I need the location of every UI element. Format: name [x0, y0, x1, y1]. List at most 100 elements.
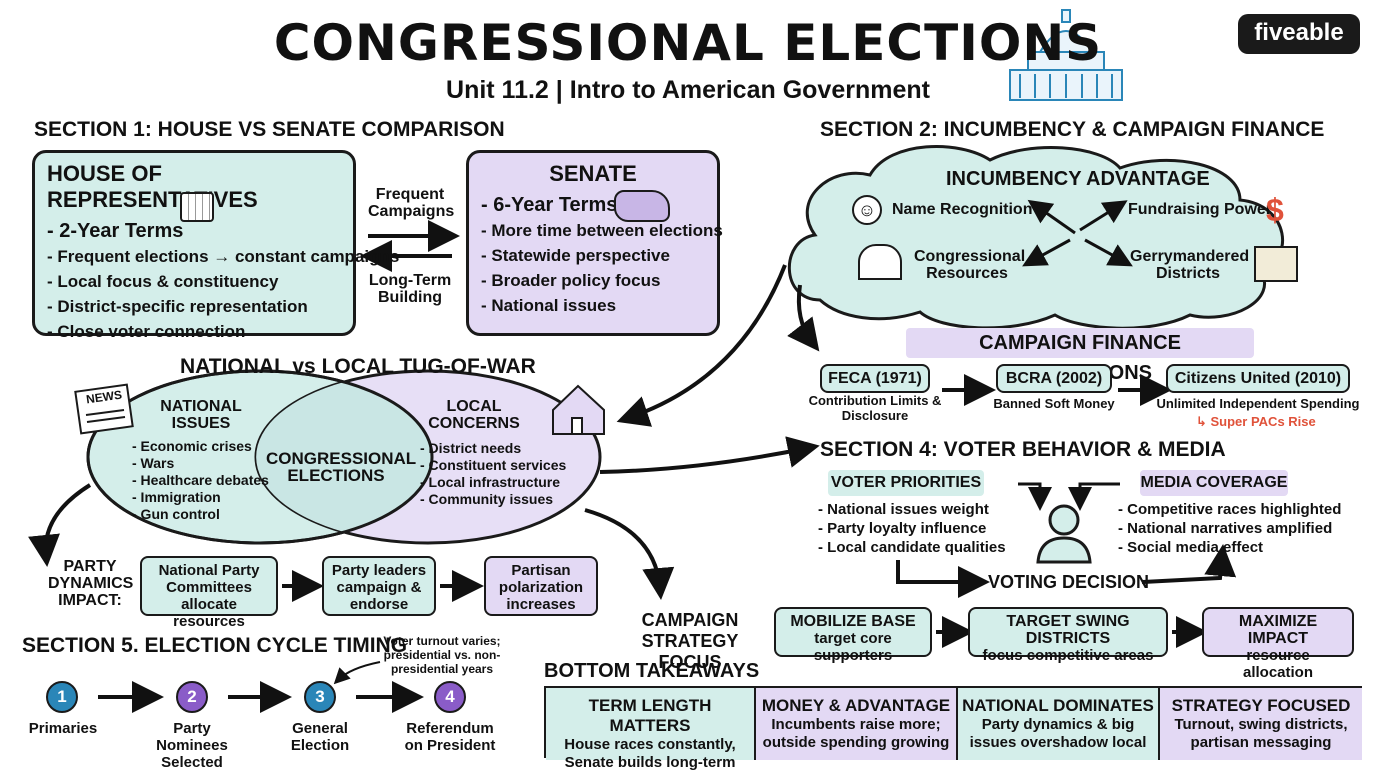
page-title: CONGRESSIONAL ELECTIONS	[273, 14, 1103, 72]
bcra-desc: Banned Soft Money	[993, 396, 1115, 411]
step-number: 1	[46, 681, 78, 713]
strategy-step-desc: resource allocation	[1242, 647, 1313, 681]
section5-heading: SECTION 5. ELECTION CYCLE TIMING	[22, 634, 408, 657]
media-item: - Competitive races highlighted	[1118, 501, 1342, 518]
party-step: Party leaders campaign & endorse	[322, 556, 436, 616]
section2-heading: SECTION 2: INCUMBENCY & CAMPAIGN FINANCE	[820, 118, 1325, 141]
house-box: HOUSE OF REPRESENTATIVES - 2-Year Terms …	[32, 150, 400, 341]
takeaway-text: Turnout, swing districts, partisan messa…	[1174, 716, 1348, 751]
senate-item: - Broader policy focus	[481, 271, 661, 290]
takeaway-cell: STRATEGY FOCUSED Turnout, swing district…	[1160, 688, 1362, 760]
national-item: - Wars	[132, 455, 175, 471]
campaign-strategy-label: CAMPAIGN STRATEGY FOCUS	[641, 610, 739, 672]
senate-item: - More time between elections	[481, 221, 723, 240]
logo-text: fiveable	[1254, 19, 1344, 46]
feca-pill: FECA (1971)	[820, 364, 930, 393]
page-subtitle: Unit 11.2 | Intro to American Government	[446, 76, 930, 104]
smiley-icon: ☺	[852, 195, 882, 225]
calendar-icon	[180, 192, 214, 222]
strategy-step: TARGET SWING DISTRICTS focus competitive…	[968, 607, 1168, 664]
step-label: General Election	[290, 720, 350, 754]
house-item: - Close voter connection	[47, 322, 246, 341]
super-pacs-note: ↳ Super PACs Rise	[1196, 414, 1316, 429]
name-recognition: Name Recognition	[892, 201, 1033, 218]
takeaway-cell: NATIONAL DOMINATES Party dynamics & big …	[958, 688, 1160, 760]
strategy-step-title: TARGET SWING DISTRICTS	[1006, 613, 1130, 647]
usa-map-icon	[614, 190, 670, 222]
frequent-campaigns-label: Frequent Campaigns	[368, 186, 455, 220]
finance-title: CAMPAIGN FINANCE REGULATIONS	[906, 328, 1254, 384]
party-step: Partisan polarization increases	[484, 556, 598, 616]
feca-desc: Contribution Limits & Disclosure	[808, 393, 942, 423]
national-item: - Healthcare debates	[132, 472, 269, 488]
section1-heading: SECTION 1: HOUSE VS SENATE COMPARISON	[34, 118, 505, 141]
local-list: - District needs - Constituent services …	[420, 440, 566, 508]
takeaway-title: TERM LENGTH MATTERS	[588, 696, 712, 735]
media-coverage-title: MEDIA COVERAGE	[1140, 470, 1288, 496]
strategy-step-title: MAXIMIZE IMPACT	[1238, 613, 1318, 647]
national-issues-title: NATIONAL ISSUES	[160, 398, 242, 432]
step-number: 3	[304, 681, 336, 713]
senate-box: SENATE - 6-Year Terms - More time betwee…	[466, 150, 723, 336]
fiveable-logo[interactable]: fiveable	[1238, 14, 1360, 54]
step-label: Referendum on President	[404, 720, 496, 754]
strategy-step-title: MOBILIZE BASE	[790, 613, 916, 630]
newspaper-icon	[74, 383, 134, 435]
takeaway-text: Party dynamics & big issues overshadow l…	[969, 716, 1147, 751]
party-step: National Party Committees allocate resou…	[140, 556, 278, 630]
priority-item: - National issues weight	[818, 501, 989, 518]
media-item: - National narratives amplified	[1118, 520, 1333, 537]
takeaway-title: NATIONAL DOMINATES	[962, 696, 1154, 715]
step-number: 2	[176, 681, 208, 713]
takeaway-cell: MONEY & ADVANTAGE Incumbents raise more;…	[756, 688, 958, 760]
local-item: - Community issues	[420, 491, 554, 507]
house-item: - District-specific representation	[47, 297, 308, 316]
priority-item: - Party loyalty influence	[818, 520, 987, 537]
priorities-list: - National issues weight - Party loyalty…	[818, 500, 1006, 557]
strategy-step-desc: focus competitive areas	[982, 647, 1154, 664]
tugofwar-heading: NATIONAL vs LOCAL TUG-OF-WAR	[180, 355, 536, 378]
bcra-pill: BCRA (2002)	[996, 364, 1112, 393]
party-dynamics-label: PARTY DYNAMICS IMPACT:	[48, 558, 134, 609]
house-item: - Local focus & constituency	[47, 272, 279, 291]
step-label: Primaries	[28, 720, 98, 737]
citizens-united-desc: Unlimited Independent Spending	[1156, 396, 1360, 411]
long-term-label: Long-Term Building	[368, 272, 452, 306]
takeaway-title: MONEY & ADVANTAGE	[761, 696, 951, 715]
congressional-resources: Congressional Resources	[914, 248, 1026, 282]
takeaway-title: STRATEGY FOCUSED	[1171, 696, 1351, 715]
takeaways-heading: BOTTOM TAKEAWAYS	[544, 660, 760, 682]
national-item: - Immigration	[132, 489, 221, 505]
national-item: - Gun control	[132, 506, 220, 522]
capitol-icon	[1009, 9, 1123, 101]
house-icon	[552, 384, 605, 435]
takeaways-table: TERM LENGTH MATTERS House races constant…	[544, 686, 1362, 771]
local-item: - District needs	[420, 440, 522, 456]
section4-heading: SECTION 4: VOTER BEHAVIOR & MEDIA	[820, 438, 1226, 461]
house-item: - Frequent elections → constant campaign…	[47, 247, 400, 266]
turnout-note: Voter turnout varies; presidential vs. n…	[383, 634, 501, 676]
national-list: - Economic crises - Wars - Healthcare de…	[132, 438, 269, 523]
district-map-icon	[1254, 246, 1298, 282]
takeaway-text: House races constantly, Senate builds lo…	[564, 736, 736, 771]
incumbency-cloud	[787, 145, 1285, 330]
senate-item: - Statewide perspective	[481, 246, 670, 265]
step-label: Party Nominees Selected	[156, 720, 228, 771]
dollar-icon: $	[1266, 192, 1284, 228]
cloud-title: INCUMBENCY ADVANTAGE	[946, 168, 1210, 190]
gerrymandered-districts: Gerrymandered Districts	[1130, 248, 1250, 282]
citizens-united-pill: Citizens United (2010)	[1166, 364, 1350, 393]
voter-priorities-title: VOTER PRIORITIES	[828, 470, 984, 496]
takeaway-cell: TERM LENGTH MATTERS House races constant…	[546, 688, 756, 771]
strategy-step-desc: target core supporters	[813, 630, 893, 664]
strategy-step: MAXIMIZE IMPACT resource allocation	[1202, 607, 1354, 681]
senate-item: - National issues	[481, 296, 617, 315]
voter-person-icon	[1036, 504, 1092, 564]
media-item: - Social media effect	[1118, 539, 1264, 556]
center-label: CONGRESSIONAL ELECTIONS	[266, 449, 417, 485]
takeaway-text: Incumbents raise more; outside spending …	[762, 716, 950, 751]
fundraising-power: Fundraising Power	[1128, 201, 1273, 218]
strategy-step: MOBILIZE BASE target core supporters	[774, 607, 932, 664]
priority-item: - Local candidate qualities	[818, 539, 1006, 556]
